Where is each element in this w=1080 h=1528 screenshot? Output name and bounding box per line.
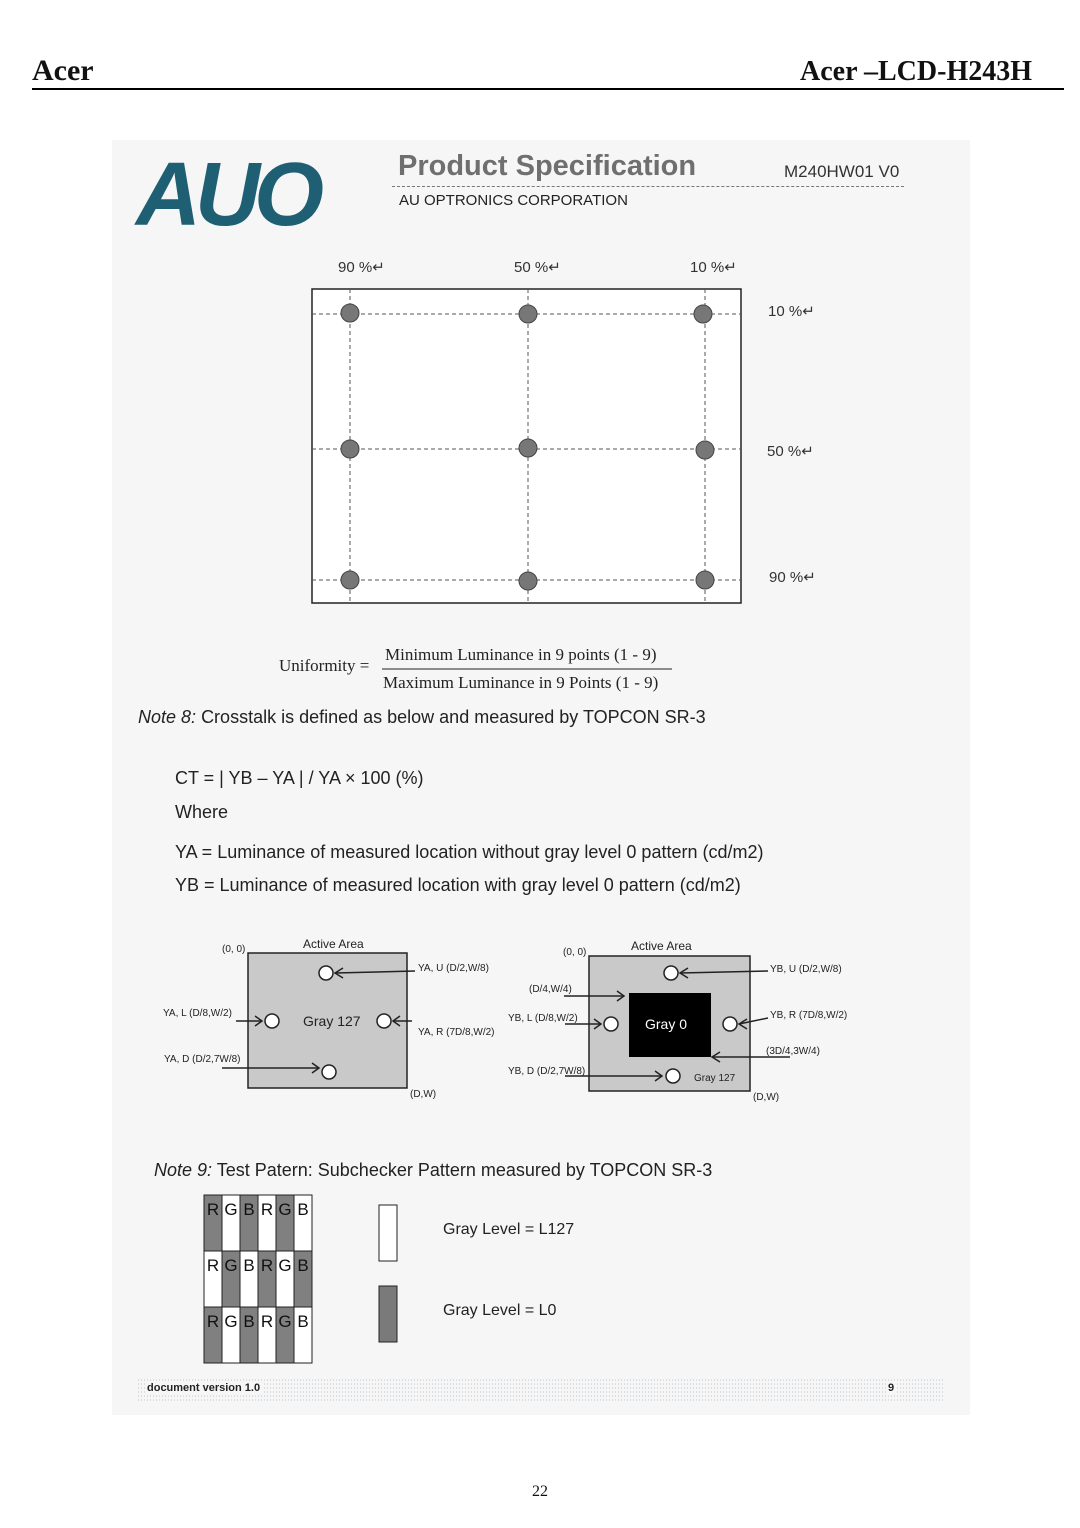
where-label: Where — [175, 802, 229, 822]
note9-heading: Note 9: Test Patern: Subchecker Pattern … — [154, 1160, 712, 1181]
cell-r1c1: R — [206, 1200, 220, 1219]
diagram-b-title: Active Area — [631, 939, 692, 953]
note8-prefix: Note 8: — [138, 707, 197, 727]
diagram-b-corner: (D,W) — [753, 1092, 780, 1103]
diagram-b-yu: YB, U (D/2,W/8) — [770, 964, 842, 975]
diagram-a-yd: YA, D (D/2,7W/8) — [164, 1054, 241, 1065]
grid-top-label-3: 10 %↵ — [690, 259, 737, 276]
doc-page: 9 — [886, 1382, 897, 1394]
cell-r1c5: G — [278, 1200, 292, 1219]
grid-right-label-3: 90 %↵ — [769, 569, 816, 586]
crosstalk-formula: CT = | YB – YA | / YA × 100 (%) — [175, 768, 424, 788]
cell-r2c5: G — [278, 1256, 292, 1275]
grid-top-label-1: 90 %↵ — [338, 259, 385, 276]
header-brand: Acer — [32, 54, 94, 87]
grid-top-label-2: 50 %↵ — [514, 259, 561, 276]
cell-r1c3: B — [243, 1200, 255, 1219]
nine-point-grid — [311, 288, 742, 604]
uniformity-denominator: Maximum Luminance in 9 Points (1 - 9) — [383, 673, 659, 692]
diagram-b-bottom: Gray 127 — [694, 1073, 736, 1084]
title-rule — [392, 186, 904, 187]
cell-r2c2: G — [224, 1256, 238, 1275]
page-header: Acer Acer –LCD-H243H — [32, 52, 1064, 90]
note9-prefix: Note 9: — [154, 1160, 213, 1180]
diagram-b-origin: (0, 0) — [563, 947, 587, 958]
note8-text: Crosstalk is defined as below and measur… — [201, 707, 706, 727]
diagram-a-center: Gray 127 — [303, 1013, 361, 1029]
diagram-a-yu: YA, U (D/2,W/8) — [418, 963, 489, 974]
ya-definition: YA = Luminance of measured location with… — [175, 842, 764, 862]
grid-right-label-1: 10 %↵ — [768, 303, 815, 320]
crosstalk-diagram-b — [564, 955, 790, 1092]
spec-title: Product Specification — [398, 150, 697, 182]
note8-heading: Note 8: Crosstalk is defined as below an… — [138, 707, 706, 728]
subchecker-pattern — [203, 1194, 398, 1364]
cell-r3c4: R — [260, 1312, 274, 1331]
uniformity-numerator: Minimum Luminance in 9 points (1 - 9) — [385, 645, 657, 664]
diagram-a-yr: YA, R (7D/8,W/2) — [418, 1027, 495, 1038]
doc-version: document version 1.0 — [145, 1382, 263, 1394]
diagram-b-br: (3D/4,3W/4) — [766, 1046, 820, 1057]
note9-text: Test Patern: Subchecker Pattern measured… — [216, 1160, 713, 1180]
cell-r2c3: B — [243, 1256, 255, 1275]
cell-r3c5: G — [278, 1312, 292, 1331]
grid-right-label-2: 50 %↵ — [767, 443, 814, 460]
uniformity-label: Uniformity = — [279, 656, 370, 675]
diagram-a-origin: (0, 0) — [222, 944, 246, 955]
auo-logo: AUO — [136, 145, 324, 245]
yb-definition: YB = Luminance of measured location with… — [175, 875, 741, 895]
diagram-b-center: Gray 0 — [645, 1016, 688, 1032]
cell-r2c4: R — [260, 1256, 274, 1275]
diagram-b-tl: (D/4,W/4) — [529, 984, 572, 995]
diagram-b-yr: YB, R (7D/8,W/2) — [770, 1010, 848, 1021]
legend-gray-label: Gray Level = L0 — [443, 1302, 557, 1319]
cell-r3c3: B — [243, 1312, 255, 1331]
spec-company: AU OPTRONICS CORPORATION — [399, 192, 628, 209]
cell-r1c6: B — [297, 1200, 309, 1219]
cell-r3c2: G — [224, 1312, 238, 1331]
cell-r2c6: B — [297, 1256, 309, 1275]
diagram-a-yl: YA, L (D/8,W/2) — [163, 1008, 232, 1019]
diagram-b-yl: YB, L (D/8,W/2) — [508, 1013, 578, 1024]
legend-white-label: Gray Level = L127 — [443, 1221, 575, 1238]
doc-footer-band — [138, 1379, 944, 1401]
header-model: Acer –LCD-H243H — [800, 56, 1032, 87]
spec-model: M240HW01 V0 — [784, 162, 900, 181]
diagram-b-yd: YB, D (D/2,7W/8) — [508, 1066, 586, 1077]
page-number: 22 — [532, 1483, 548, 1500]
cell-r2c1: R — [206, 1256, 220, 1275]
cell-r1c2: G — [224, 1200, 238, 1219]
diagram-a-title: Active Area — [303, 937, 364, 951]
cell-r3c6: B — [297, 1312, 309, 1331]
cell-r3c1: R — [206, 1312, 220, 1331]
diagram-a-corner: (D,W) — [410, 1089, 437, 1100]
cell-r1c4: R — [260, 1200, 274, 1219]
crosstalk-diagram-a — [222, 952, 416, 1089]
